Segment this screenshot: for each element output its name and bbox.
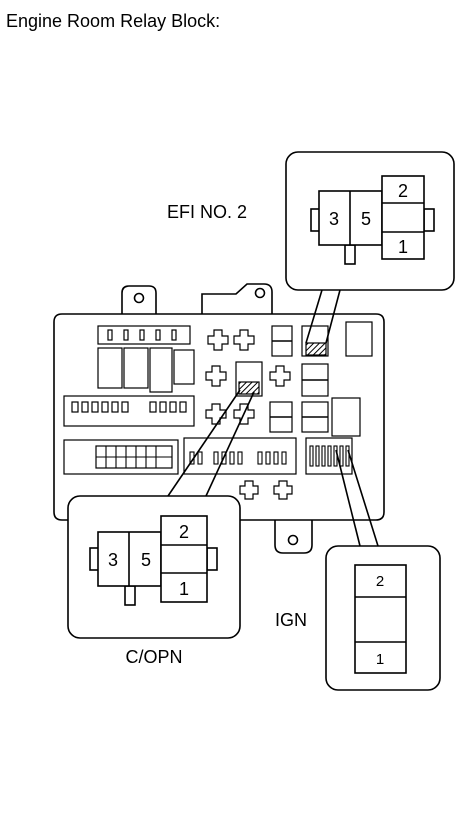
ign-pin-1: 1 xyxy=(376,651,384,668)
efi-pin-5: 5 xyxy=(361,209,371,229)
ign-label: IGN xyxy=(275,610,307,630)
fuse-holders xyxy=(205,329,293,500)
copn-pin-2: 2 xyxy=(179,522,189,542)
copn-callout: 3 5 2 1 xyxy=(67,495,241,639)
efi-no2-label: EFI NO. 2 xyxy=(167,202,247,222)
page-title: Engine Room Relay Block: xyxy=(6,11,220,31)
efi-no2-relay-position xyxy=(305,342,327,356)
mount-tab-bottom xyxy=(274,515,313,554)
mount-tab-top xyxy=(201,283,273,318)
copn-label: C/OPN xyxy=(125,647,182,667)
copn-pin-3: 3 xyxy=(108,550,118,570)
ign-pin-2: 2 xyxy=(376,573,384,590)
ign-fuse-connector xyxy=(354,564,407,674)
ign-callout: 2 1 xyxy=(325,545,441,691)
leader-lines xyxy=(167,289,379,547)
copn-pin-5: 5 xyxy=(141,550,151,570)
efi-pin-2: 2 xyxy=(398,181,408,201)
efi-pin-1: 1 xyxy=(398,237,408,257)
copn-relay-position xyxy=(238,381,260,395)
efi-no2-callout: 3 5 2 1 xyxy=(285,151,455,291)
efi-pin-3: 3 xyxy=(329,209,339,229)
copn-pin-1: 1 xyxy=(179,579,189,599)
